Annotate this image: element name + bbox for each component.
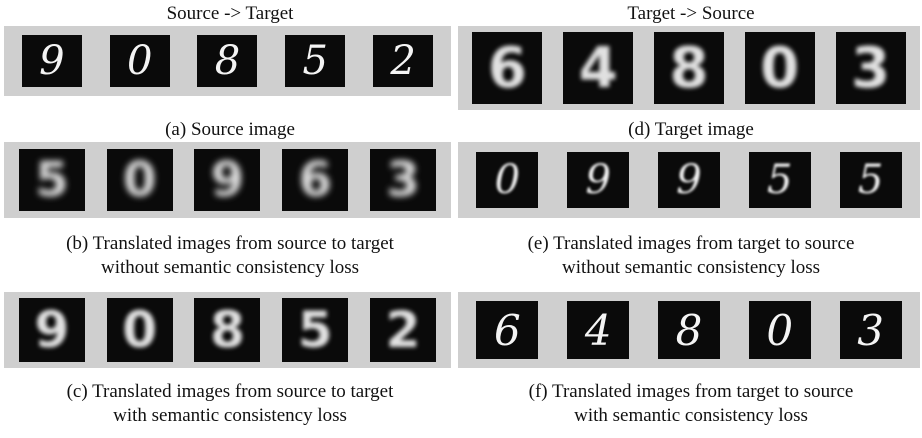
digit-cell: 5	[748, 152, 811, 208]
digit-cell: 9	[21, 35, 82, 87]
digit-cell: 8	[657, 301, 720, 359]
digit-cell: 4	[563, 32, 634, 104]
digit-cell: 2	[373, 35, 434, 87]
translated-without-loss-strip-left: 5 0 9 6 3	[4, 142, 451, 218]
digit-cell: 9	[194, 149, 261, 211]
digit-cell: 0	[476, 152, 539, 208]
digit-cell: 3	[370, 149, 437, 211]
digit-cell: 5	[18, 149, 85, 211]
caption-f: (f) Translated images from target to sou…	[528, 381, 854, 426]
target-image-strip: 6 4 8 0 3	[458, 26, 920, 110]
translated-with-loss-strip-right: 6 4 8 0 3	[458, 292, 920, 368]
digit-cell: 5	[839, 152, 902, 208]
digit-cell: 0	[106, 298, 173, 362]
digit-cell: 9	[18, 298, 85, 362]
digit-cell: 8	[653, 32, 724, 104]
digit-cell: 6	[472, 32, 543, 104]
digit-cell: 2	[370, 298, 437, 362]
translated-with-loss-strip-left: 9 0 8 5 2	[4, 292, 451, 368]
digit-cell: 3	[835, 32, 906, 104]
caption-d: (d) Target image	[628, 119, 754, 140]
digit-cell: 9	[567, 152, 630, 208]
digit-cell: 6	[476, 301, 539, 359]
digit-cell: 5	[285, 35, 346, 87]
digit-cell: 4	[567, 301, 630, 359]
translated-without-loss-strip-right: 0 9 9 5 5	[458, 142, 920, 218]
digit-cell: 8	[197, 35, 258, 87]
digit-cell: 6	[282, 149, 349, 211]
digit-cell: 5	[282, 298, 349, 362]
caption-e: (e) Translated images from target to sou…	[527, 233, 855, 278]
digit-cell: 0	[109, 35, 170, 87]
caption-c: (c) Translated images from source to tar…	[66, 381, 394, 426]
caption-b: (b) Translated images from source to tar…	[66, 233, 394, 278]
caption-a: (a) Source image	[165, 119, 295, 140]
digit-cell: 0	[748, 301, 811, 359]
digit-cell: 3	[839, 301, 902, 359]
digit-cell: 0	[106, 149, 173, 211]
digit-cell: 0	[744, 32, 815, 104]
digit-cell: 9	[657, 152, 720, 208]
source-to-target-heading: Source -> Target	[166, 3, 294, 24]
digit-cell: 8	[194, 298, 261, 362]
target-to-source-heading: Target -> Source	[627, 3, 755, 24]
source-image-strip: 9 0 8 5 2	[4, 26, 451, 96]
